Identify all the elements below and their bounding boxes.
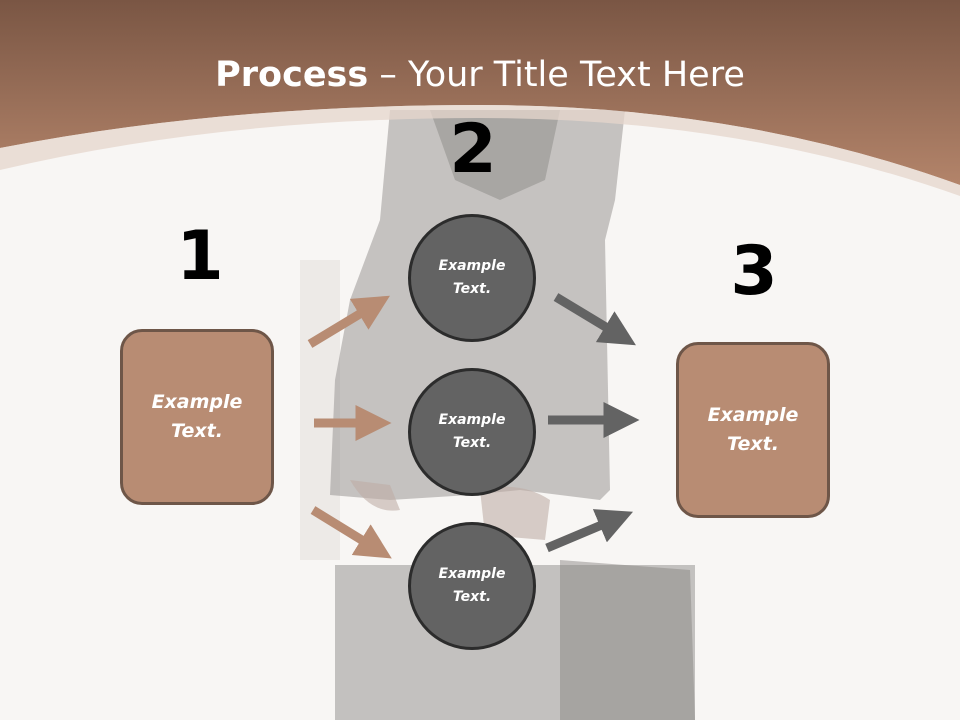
step-2-circle-top-text: Example Text.: [438, 258, 506, 297]
step-number-1: 1: [176, 217, 224, 296]
step-number-2: 2: [449, 110, 497, 189]
step-2-circle-top[interactable]: Example Text.: [408, 214, 536, 342]
step-1-text: Example Text.: [151, 391, 243, 442]
title-bold-text: Process: [215, 55, 369, 95]
step-3-box[interactable]: Example Text.: [676, 342, 830, 518]
slide-title: Process – Your Title Text Here: [0, 50, 960, 100]
step-3-text: Example Text.: [707, 404, 799, 455]
step-2-circle-bottom-text: Example Text.: [438, 566, 506, 605]
step-2-circle-middle[interactable]: Example Text.: [408, 368, 536, 496]
step-2-circle-middle-text: Example Text.: [438, 412, 506, 451]
step-2-circle-bottom[interactable]: Example Text.: [408, 522, 536, 650]
title-rest-text: – Your Title Text Here: [368, 55, 745, 95]
title-banner: [0, 0, 960, 185]
step-number-3: 3: [730, 232, 778, 311]
banner-swoosh: [0, 105, 960, 196]
step-1-box[interactable]: Example Text.: [120, 329, 274, 505]
